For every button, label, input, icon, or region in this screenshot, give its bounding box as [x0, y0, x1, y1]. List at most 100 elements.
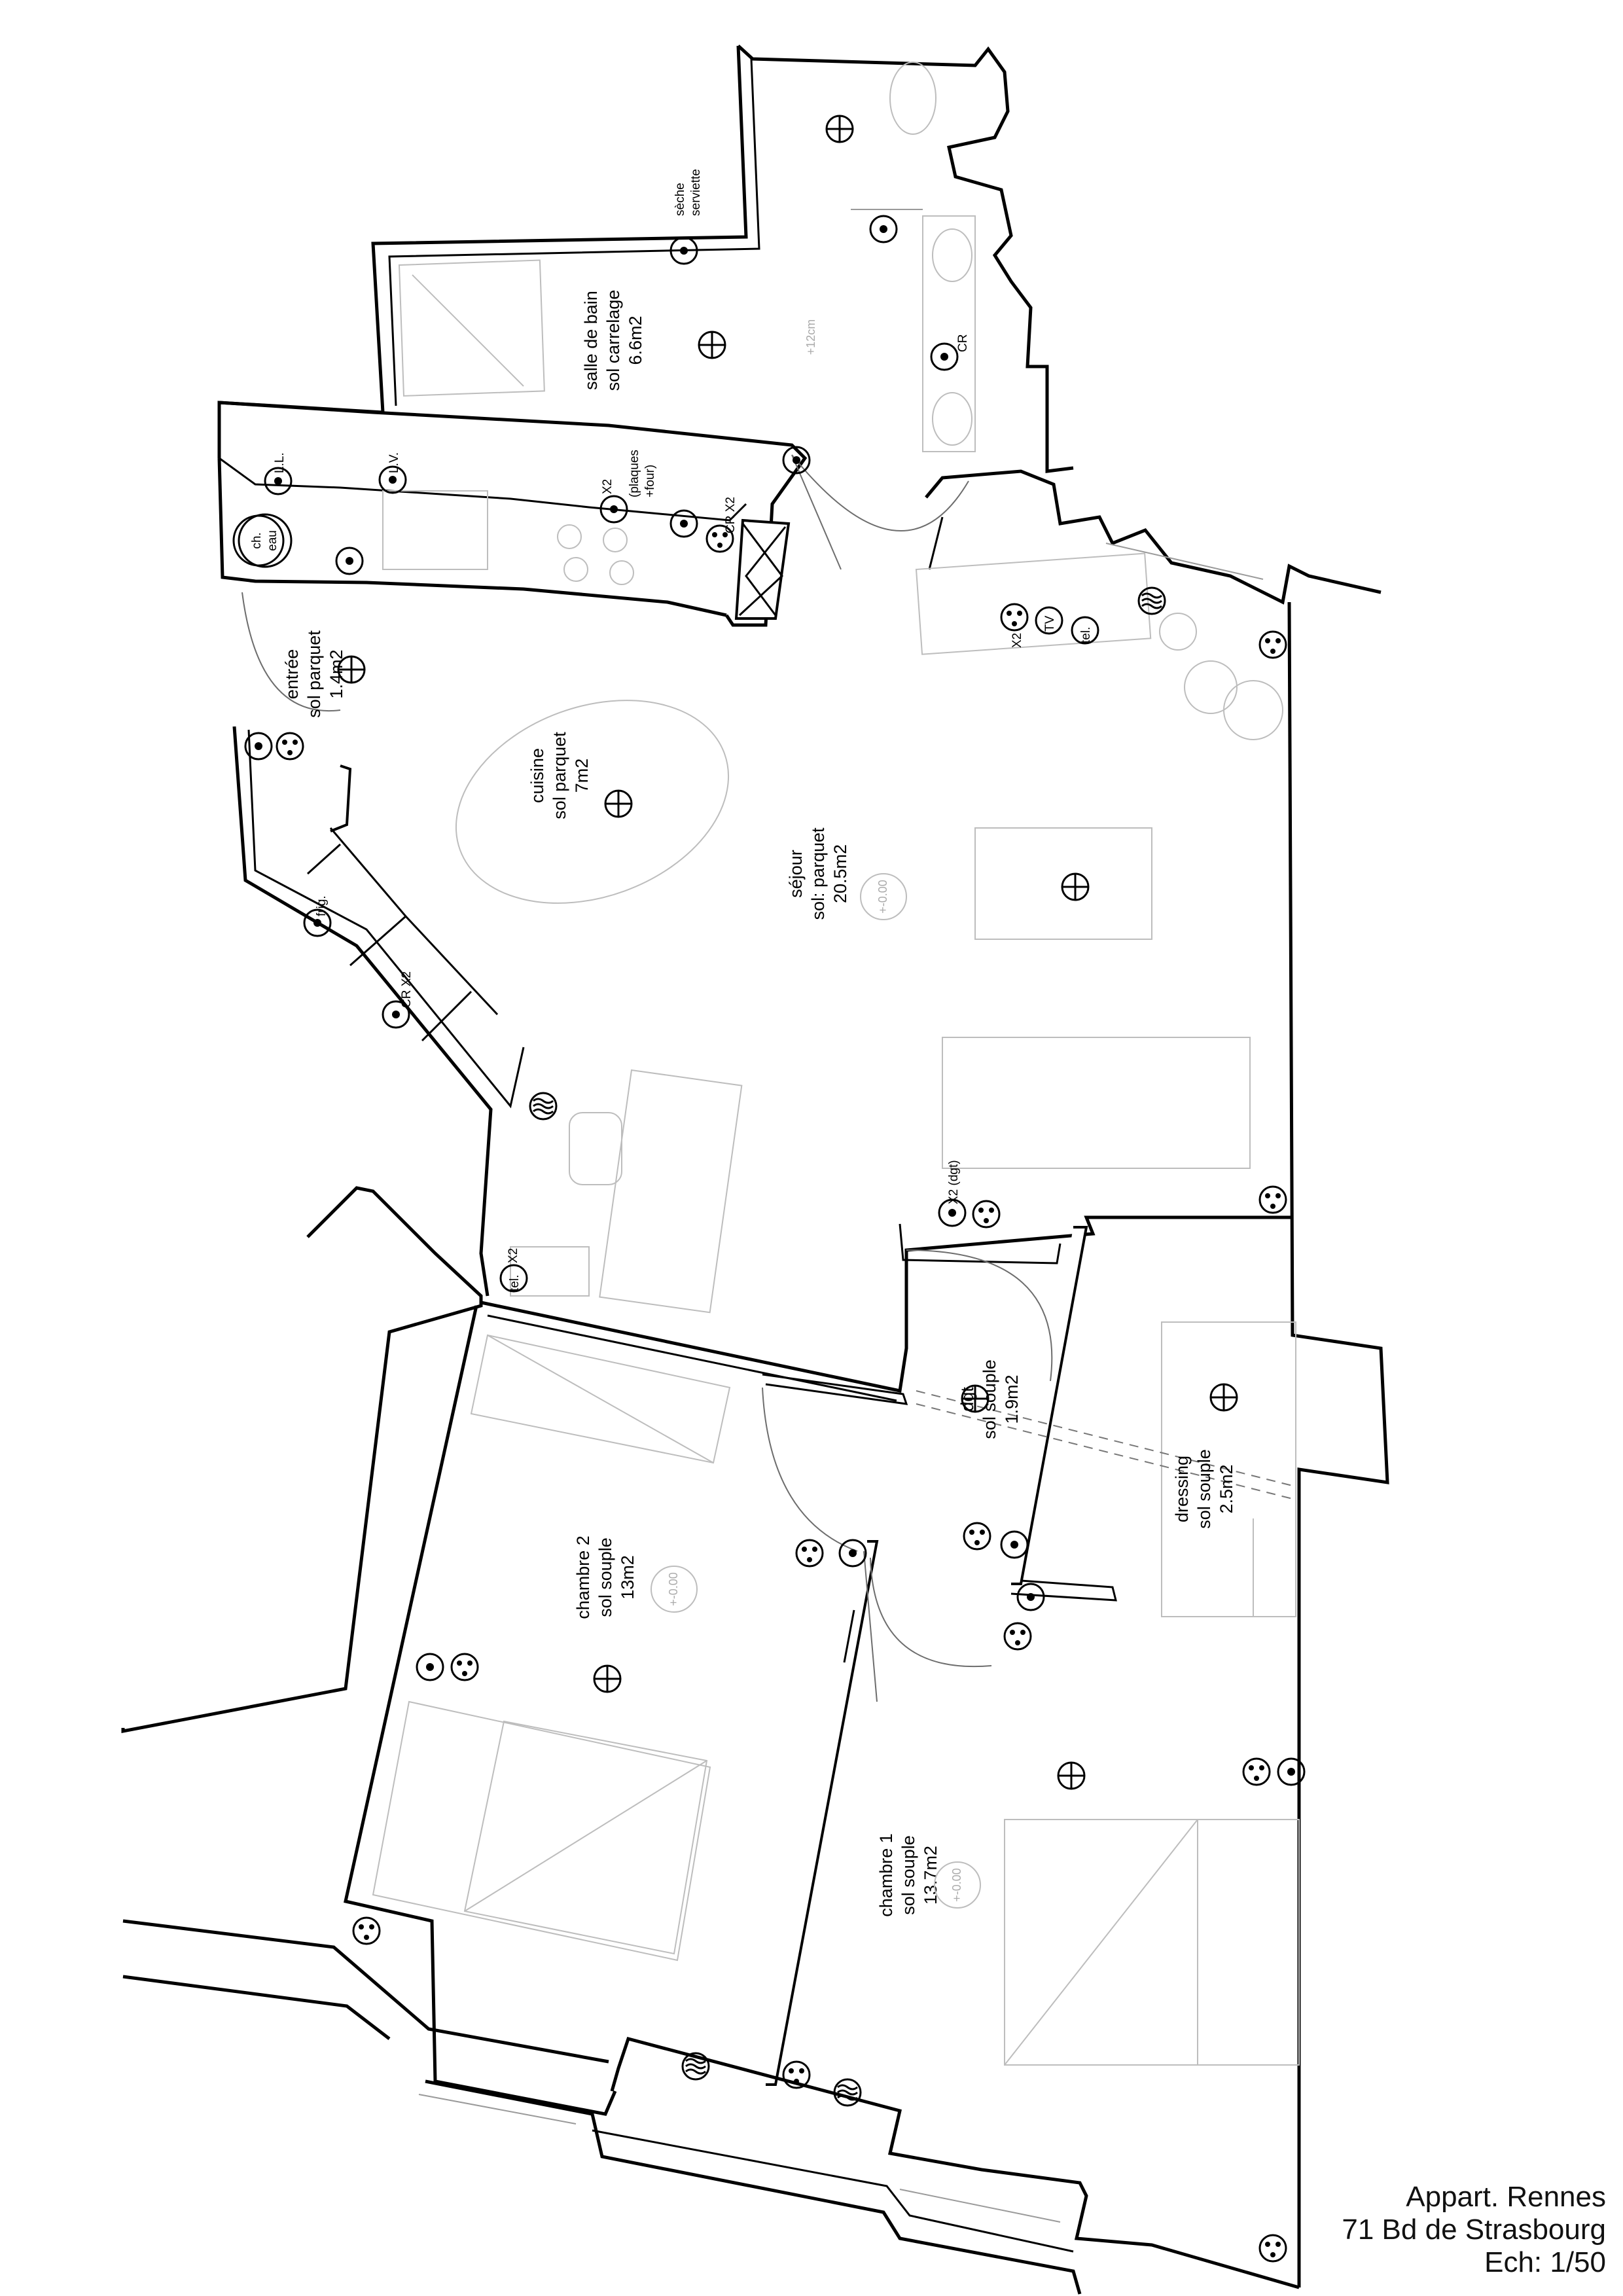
light-entree	[337, 655, 366, 684]
level-bath: +12cm	[804, 319, 817, 355]
ceiling-dash-1	[916, 1390, 1293, 1486]
light-bath	[698, 331, 726, 359]
svg-text:+-0.00: +-0.00	[950, 1868, 963, 1902]
level-chambre-1: +-0.00	[934, 1861, 981, 1909]
socket-ch1-2	[782, 2060, 811, 2089]
label-chambre-2: chambre 2 sol souple 13m2	[573, 1535, 637, 1619]
window-living	[1105, 543, 1264, 580]
svg-text:13m2: 13m2	[618, 1555, 637, 1600]
door-dgt	[906, 1249, 1053, 1382]
annot-frig: frig.	[315, 895, 329, 916]
door-kitchen-bath	[791, 454, 969, 531]
living-north-wall	[925, 469, 1382, 605]
hall-partition-inner	[487, 1314, 897, 1402]
dgt-door-frame	[899, 1223, 1061, 1265]
svg-text:X2: X2	[1010, 633, 1024, 648]
label-chambre-1: chambre 1 sol souple 13.7m2	[876, 1833, 940, 1917]
svg-text:chambre 1: chambre 1	[876, 1833, 896, 1917]
svg-text:(plaques: (plaques	[628, 450, 641, 497]
svg-text:sèche: sèche	[673, 183, 687, 216]
svg-text:tel.: tel.	[1079, 627, 1093, 643]
light-sejour	[1061, 872, 1090, 901]
svg-text:dgt: dgt	[957, 1387, 977, 1412]
svg-text:chambre 2: chambre 2	[573, 1535, 593, 1619]
tel-socket-desk	[499, 1264, 528, 1293]
outlet-duct	[782, 446, 811, 475]
south-facade	[610, 2036, 1300, 2289]
annot-plaques: (plaques +four)	[628, 450, 657, 497]
cabinet-div-1	[306, 843, 342, 875]
duct-hatch-2	[745, 526, 787, 616]
level-chambre-2: +-0.00	[651, 1566, 698, 1613]
coffee-table	[974, 827, 1152, 940]
bed2-hb-diag	[487, 1335, 714, 1463]
light-chambre-2	[593, 1664, 622, 1693]
radiator-ch2	[681, 2052, 710, 2081]
bathtub	[398, 259, 545, 397]
bathtub-diag	[412, 274, 524, 387]
bed2	[372, 1700, 711, 1962]
tv-socket	[1035, 606, 1063, 635]
svg-text:L.L.: L.L.	[273, 452, 287, 473]
label-cuisine: cuisine sol parquet 7m2	[527, 732, 592, 819]
svg-text:+12cm: +12cm	[804, 319, 817, 355]
level-sejour: +-0.00	[860, 873, 907, 920]
window-ch2	[418, 2094, 577, 2125]
dressing-cabinet	[1161, 1321, 1296, 1617]
hob-1	[557, 524, 582, 549]
svg-text:L.V.: L.V.	[387, 452, 401, 473]
annot-cr-x2-cabinet: CR X2	[400, 971, 414, 1008]
svg-text:sol souple: sol souple	[899, 1835, 918, 1915]
kitchen-counter-wall	[219, 457, 747, 522]
socket-sejour-ne	[1258, 630, 1287, 659]
hob-3	[563, 557, 588, 582]
electrical	[232, 115, 1306, 2263]
radiator-sejour-n	[1137, 586, 1166, 615]
annot-cr-x2-kitchen: CR X2	[724, 497, 738, 533]
svg-text:+-0.00: +-0.00	[876, 880, 889, 914]
levels: +12cm +-0.00 +-0.00 +-0.00	[651, 319, 981, 1909]
duct	[734, 518, 791, 620]
light-dressing	[1209, 1383, 1238, 1412]
kitchen-sink	[382, 490, 488, 570]
svg-text:1.9m2: 1.9m2	[1002, 1374, 1022, 1424]
svg-text:+-0.00: +-0.00	[667, 1572, 680, 1606]
socket-ch1-1	[1242, 1757, 1271, 1786]
annot-x2-dgt: X2 (dgt)	[947, 1160, 961, 1204]
svg-text:X2: X2	[601, 479, 615, 494]
svg-text:serviette: serviette	[689, 169, 703, 216]
door-ch1	[870, 1557, 992, 1668]
outlet-ch2-1	[838, 1539, 867, 1568]
bedroom2-west-wall	[344, 1305, 617, 2116]
label-salle-de-bain: salle de bain sol carrelage 6.6m2	[581, 290, 645, 391]
room-labels: salle de bain sol carrelage 6.6m2 entrée…	[282, 290, 1236, 1917]
annotations: sèche serviette L.L. L.V. ch. eau X2 (pl…	[250, 169, 1093, 1291]
door-ch2	[762, 1387, 858, 1552]
west-entry-inner	[247, 729, 525, 1109]
hob-2	[603, 528, 628, 552]
outlet-plaques	[599, 495, 628, 524]
socket-ch1-door	[1003, 1622, 1032, 1651]
annot-ch-eau: ch. eau	[250, 530, 279, 551]
svg-text:sol parquet: sol parquet	[550, 732, 569, 819]
closet-edge	[843, 1609, 855, 1663]
tv-stand	[915, 552, 1152, 655]
label-dressing: dressing sol souple 2.5m2	[1172, 1449, 1236, 1529]
west-entry-wall	[232, 726, 493, 1297]
bedroom-partition	[766, 1540, 879, 2086]
socket-ch2-1	[795, 1539, 824, 1568]
outlet-kitchen-2	[669, 509, 698, 538]
ch2-door-frame	[762, 1373, 908, 1405]
bed2-inner	[463, 1720, 708, 1955]
socket-dgt-1	[963, 1522, 991, 1551]
svg-text:TV: TV	[1043, 615, 1057, 632]
svg-text:+four): +four)	[643, 465, 657, 497]
svg-text:6.6m2: 6.6m2	[626, 315, 645, 365]
outlet-ch1-1	[1277, 1757, 1306, 1786]
door-jamb-a	[928, 516, 944, 570]
annot-x2-tv: X2	[1010, 633, 1024, 648]
light-cuisine	[604, 789, 633, 818]
east-wall	[1287, 601, 1389, 2287]
annot-tv: TV	[1043, 615, 1057, 632]
